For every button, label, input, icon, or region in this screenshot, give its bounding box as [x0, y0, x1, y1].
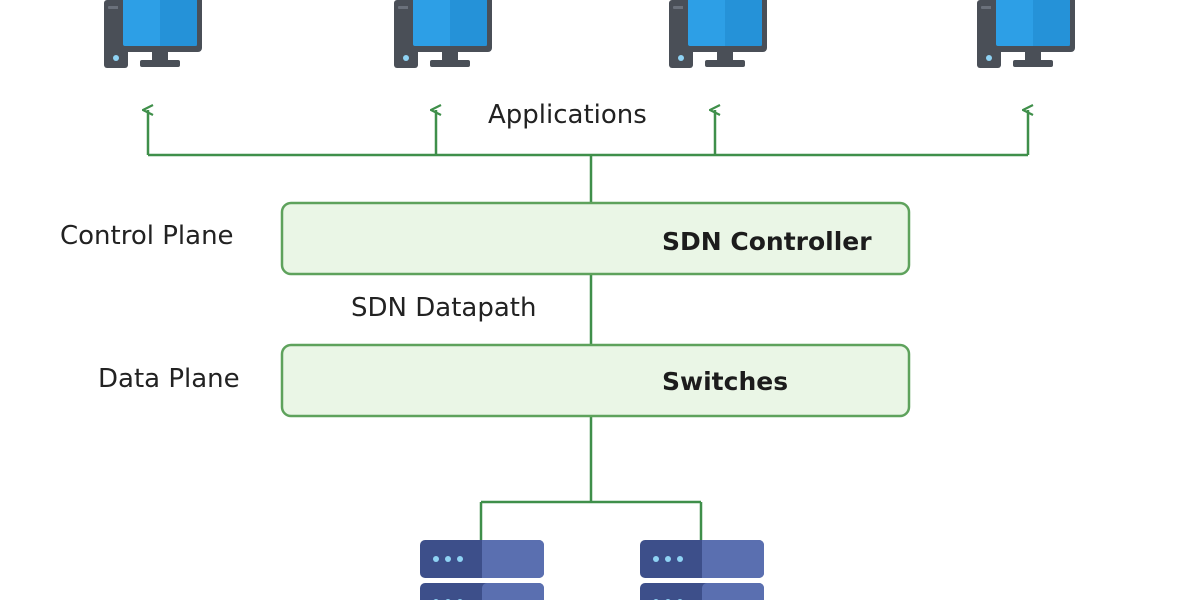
application-connectors: [148, 110, 1028, 542]
server-rack-icon: [420, 540, 544, 600]
switches-title: Switches: [662, 367, 789, 396]
control-plane-label: Control Plane: [60, 221, 234, 251]
sdn-controller-box: [280, 201, 911, 276]
desktop-computer-icon: [394, 0, 492, 68]
data-plane-label: Data Plane: [98, 364, 240, 394]
switches-box: [280, 343, 911, 418]
server-rack-icon: [640, 540, 764, 600]
desktop-computer-icon: [977, 0, 1075, 68]
datapath-label: SDN Datapath: [351, 293, 537, 323]
sdn-controller-title: SDN Controller: [662, 227, 872, 256]
applications-label: Applications: [488, 100, 647, 130]
desktop-computer-icon: [104, 0, 202, 68]
desktop-computer-icon: [669, 0, 767, 68]
